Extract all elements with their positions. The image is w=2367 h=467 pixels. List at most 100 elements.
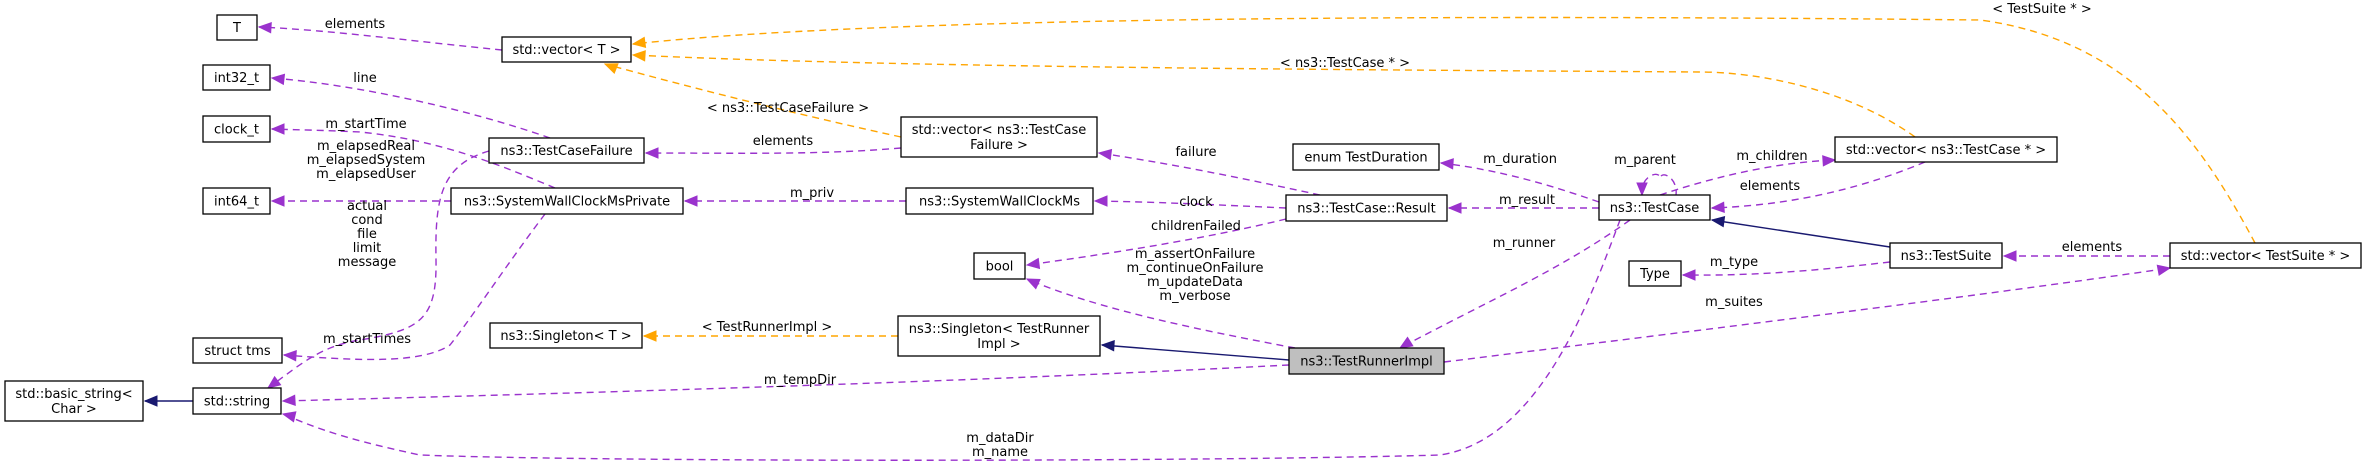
node-box[interactable] [905, 187, 1094, 215]
edge-label: elements [1740, 179, 1801, 194]
edge-testcase-string [281, 219, 1621, 461]
node-singletonTRI[interactable]: ns3::Singleton< TestRunnerImpl > [897, 315, 1101, 357]
node-label: Char > [51, 402, 97, 417]
arrowhead-icon [2156, 264, 2172, 276]
node-result[interactable]: ns3::TestCase::Result [1285, 194, 1448, 222]
node-box[interactable] [450, 187, 684, 215]
node-label: std::vector< TestSuite * > [2181, 249, 2351, 264]
node-swcmp[interactable]: ns3::SystemWallClockMsPrivate [450, 187, 684, 215]
node-box[interactable] [1288, 347, 1445, 375]
node-label: ns3::TestCase::Result [1297, 202, 1435, 217]
node-T[interactable]: T [216, 14, 258, 41]
node-box[interactable] [489, 322, 643, 349]
edge-label: message [338, 255, 396, 270]
node-box[interactable] [973, 252, 1026, 280]
edge-label: m_elapsedSystem [307, 153, 426, 168]
node-box[interactable] [897, 315, 1101, 357]
edge-line [604, 63, 902, 138]
node-vectorTS[interactable]: std::vector< TestSuite * > [2169, 242, 2362, 269]
node-box[interactable] [1292, 143, 1440, 171]
arrowhead-icon [683, 195, 698, 207]
node-swcm[interactable]: ns3::SystemWallClockMs [905, 187, 1094, 215]
arrowhead-icon [1097, 148, 1113, 161]
node-box[interactable] [1889, 242, 2003, 269]
edge-line [1101, 344, 1290, 361]
arrowhead-icon [603, 63, 619, 74]
node-label: ns3::Singleton< T > [500, 329, 631, 344]
node-box[interactable] [488, 137, 645, 164]
node-label: int32_t [214, 71, 259, 86]
node-testcase[interactable]: ns3::TestCase [1598, 194, 1711, 221]
node-string[interactable]: std::string [192, 387, 282, 415]
node-vectorT[interactable]: std::vector< T > [501, 36, 632, 63]
edge-line [1659, 159, 1836, 196]
node-type[interactable]: Type [1628, 260, 1682, 287]
arrowhead-icon [257, 22, 272, 34]
edge-label: elements [753, 134, 814, 149]
node-int32[interactable]: int32_t [202, 64, 271, 91]
arrowhead-icon [1093, 195, 1108, 207]
node-vectorTC[interactable]: std::vector< ns3::TestCase * > [1834, 136, 2058, 163]
arrowhead-icon [1439, 158, 1454, 170]
edge-testcase-self [1636, 173, 1677, 197]
node-tcfailure[interactable]: ns3::TestCaseFailure [488, 137, 645, 164]
edge-label: clock [1179, 195, 1213, 210]
node-label: clock_t [214, 123, 259, 138]
node-label: std::string [204, 395, 270, 410]
edge-label: m_children [1736, 149, 1807, 164]
node-box[interactable] [501, 36, 632, 63]
node-box[interactable] [192, 337, 283, 364]
node-clock[interactable]: clock_t [202, 115, 271, 143]
edge-result-swcm [1093, 195, 1287, 209]
node-box[interactable] [202, 187, 271, 215]
edge-label: < TestSuite * > [1992, 2, 2091, 17]
node-bool[interactable]: bool [973, 252, 1026, 280]
edge-line [632, 54, 1916, 138]
edge-line [645, 147, 902, 154]
node-box[interactable] [4, 380, 144, 422]
node-label: bool [986, 260, 1014, 275]
edge-label: elements [325, 17, 386, 32]
edge-line [1094, 200, 1287, 209]
node-runner[interactable]: ns3::TestRunnerImpl [1288, 347, 1445, 375]
edge-line [282, 219, 1621, 461]
edge-line [1641, 173, 1677, 196]
node-singletonT[interactable]: ns3::Singleton< T > [489, 322, 643, 349]
node-label: std::vector< ns3::TestCase [912, 123, 1087, 138]
edge-label: failure [1175, 145, 1216, 160]
node-int64[interactable]: int64_t [202, 187, 271, 215]
node-box[interactable] [1628, 260, 1682, 287]
edge-line [1440, 162, 1600, 203]
edge-label: < ns3::TestCase * > [1280, 56, 1410, 71]
node-box[interactable] [1285, 194, 1448, 222]
edge-label: m_startTimes [323, 332, 411, 347]
node-label: ns3::TestCaseFailure [500, 144, 632, 159]
node-tms[interactable]: struct tms [192, 337, 283, 364]
node-label: int64_t [214, 195, 259, 210]
node-vectorTCF[interactable]: std::vector< ns3::TestCaseFailure > [900, 116, 1098, 158]
node-basicstring[interactable]: std::basic_string<Char > [4, 380, 144, 422]
node-suite[interactable]: ns3::TestSuite [1889, 242, 2003, 269]
node-box[interactable] [216, 14, 258, 41]
arrowhead-icon [1025, 257, 1041, 270]
edge-testcase-runner [1398, 219, 1631, 349]
node-box[interactable] [202, 64, 271, 91]
edge-line [1098, 152, 1321, 196]
edge-label: < ns3::TestCaseFailure > [707, 101, 869, 116]
edge-label: m_updateData [1147, 275, 1243, 290]
edge-runner-bool [1025, 278, 1296, 349]
node-box[interactable] [1834, 136, 2058, 163]
node-box[interactable] [2169, 242, 2362, 269]
edge-label: actual [347, 199, 387, 214]
edge-label: line [353, 71, 376, 86]
arrowhead-icon [642, 330, 657, 342]
node-box[interactable] [192, 387, 282, 415]
arrowhead-icon [644, 147, 659, 159]
edge-label: m_parent [1614, 153, 1676, 168]
node-box[interactable] [900, 116, 1098, 158]
node-box[interactable] [1598, 194, 1711, 221]
node-duration[interactable]: enum TestDuration [1292, 143, 1440, 171]
node-label: ns3::SystemWallClockMsPrivate [464, 195, 670, 210]
node-box[interactable] [202, 115, 271, 143]
